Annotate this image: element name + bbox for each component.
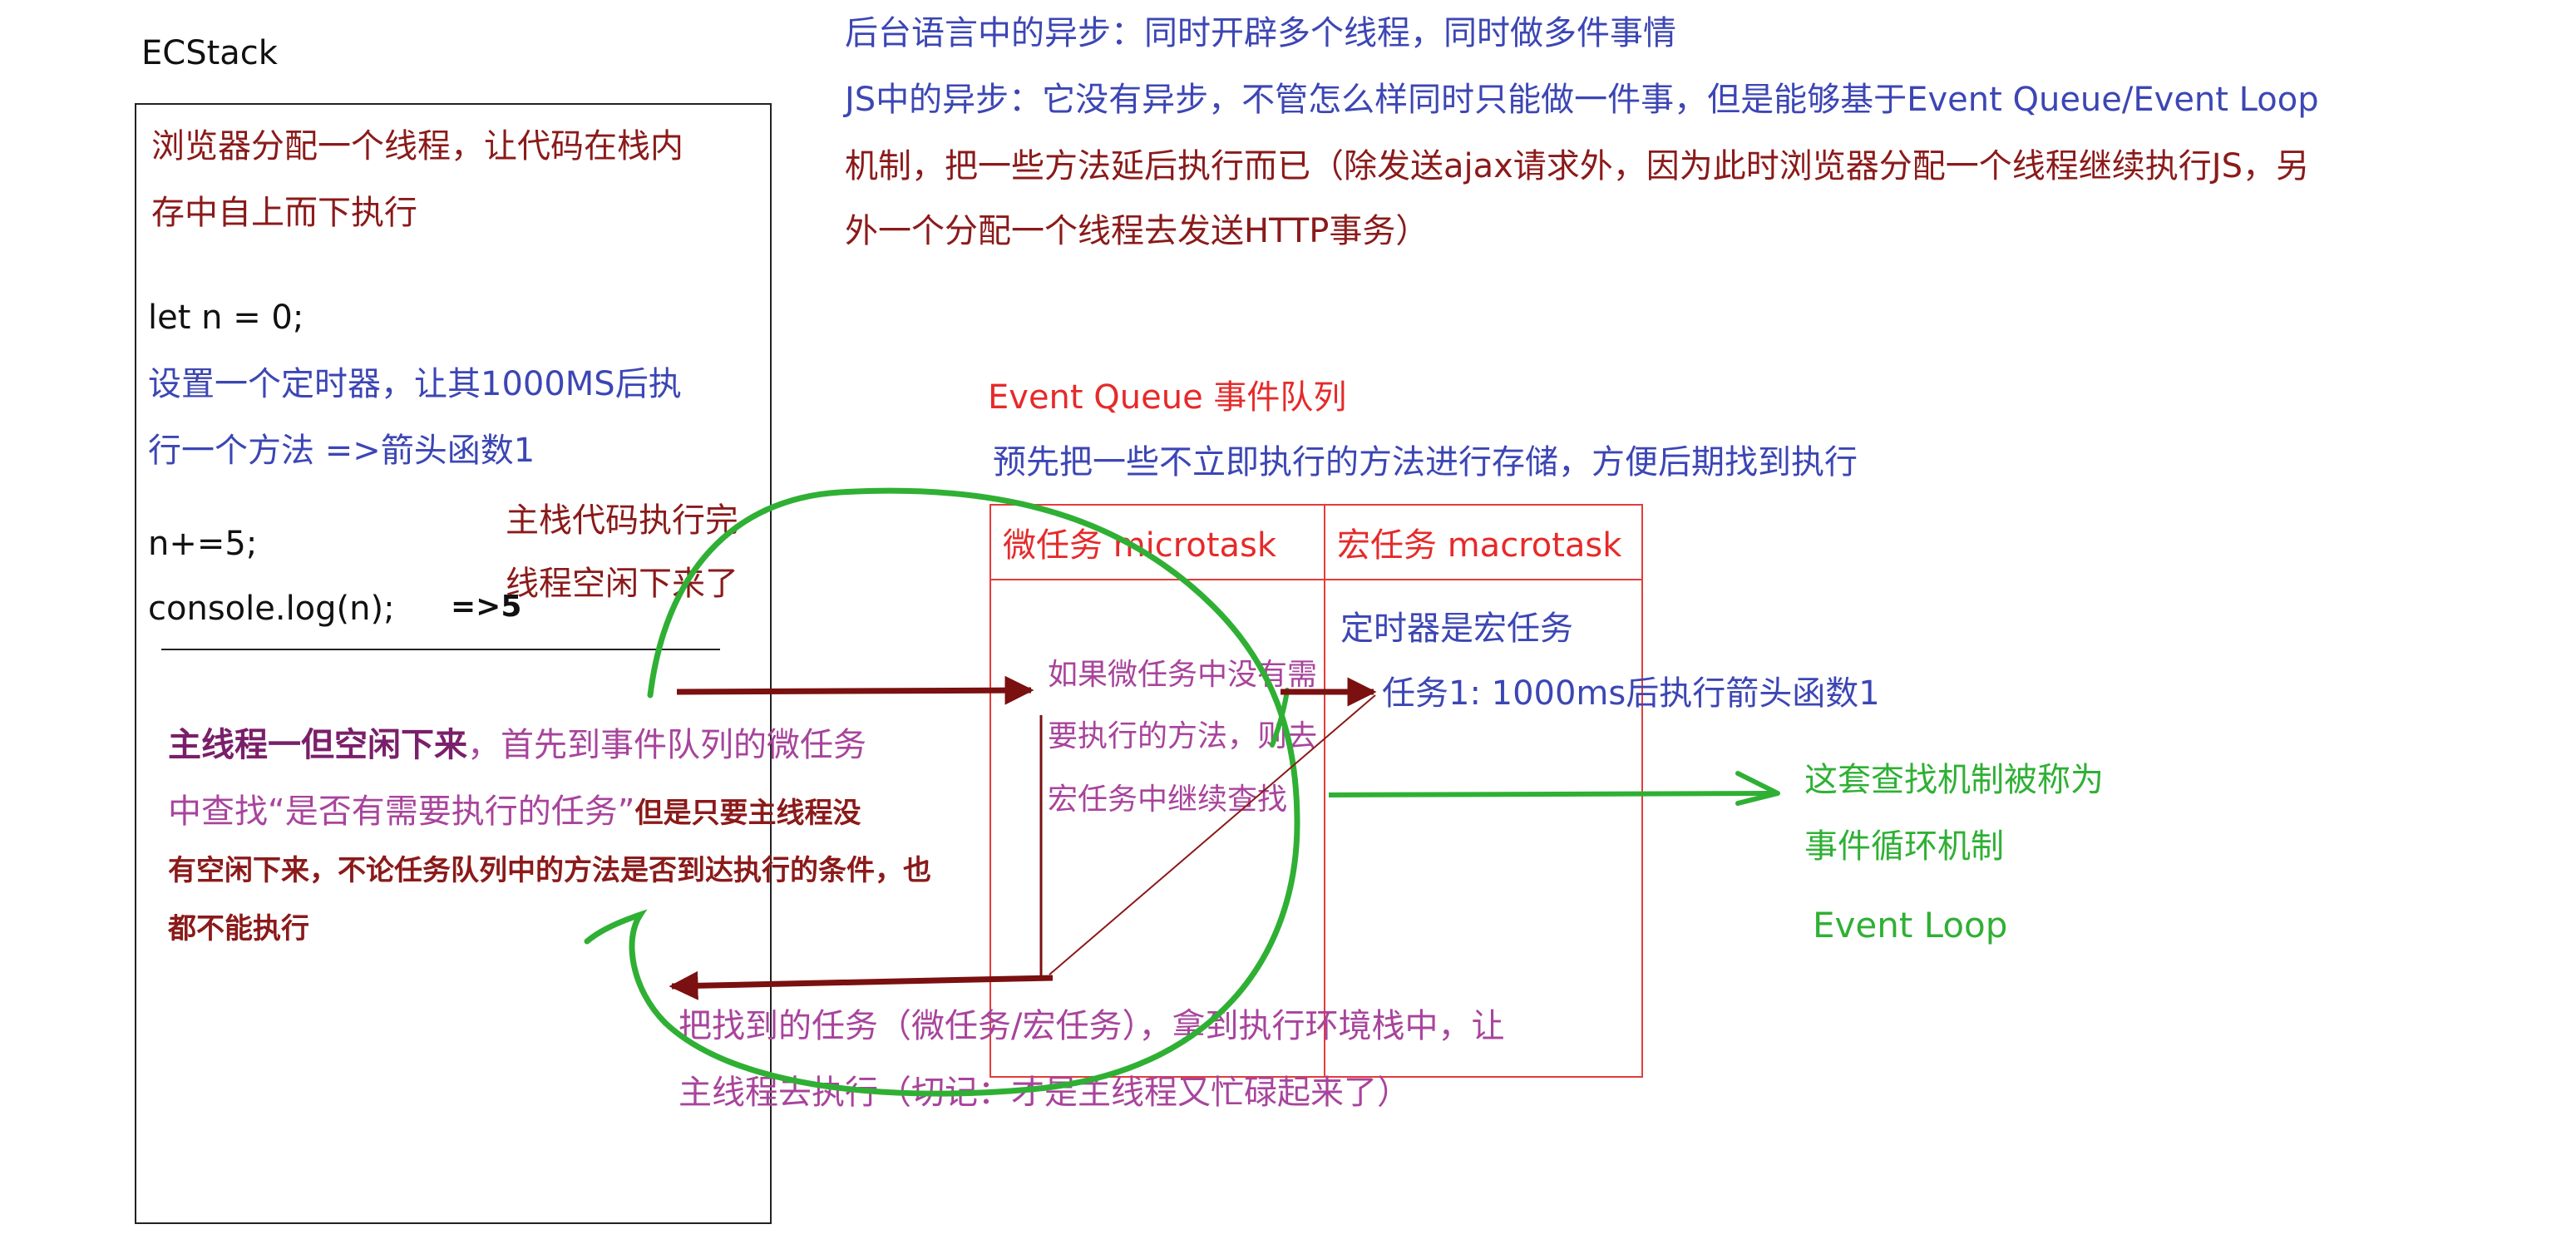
main-thread-line1-bold: 主线程一但空闲下来 <box>168 726 467 764</box>
code-n-plus: n+=5; <box>148 525 258 563</box>
event-loop-line2: 事件循环机制 <box>1804 827 2004 866</box>
ecstack-divider <box>161 649 720 650</box>
event-loop-line1: 这套查找机制被称为 <box>1804 761 2104 799</box>
main-thread-line4: 都不能执行 <box>168 912 309 945</box>
macro-task-1: 任务1: 1000ms后执行箭头函数1 <box>1382 674 1880 713</box>
arrow-stack-to-micro <box>676 675 1034 705</box>
code-let-n: let n = 0; <box>148 299 304 337</box>
macro-to-micro-diagonal <box>1049 694 1376 975</box>
macro-note: 定时器是宏任务 <box>1340 610 1573 648</box>
event-loop-pointer-head <box>1735 771 1780 806</box>
event-queue-subtitle: 预先把一些不立即执行的方法进行存储，方便后期找到执行 <box>993 443 1858 481</box>
event-queue-title: Event Queue 事件队列 <box>988 378 1347 417</box>
main-thread-line2-normal: 中查找“是否有需要执行的任务” <box>168 792 635 831</box>
return-arrow <box>669 970 1054 1000</box>
ecstack-line1: 浏览器分配一个线程，让代码在栈内 <box>151 127 683 165</box>
event-queue-table <box>989 504 1643 1078</box>
bottom-note-line1: 把找到的任务（微任务/宏任务），拿到执行环境栈中，让 <box>679 1007 1505 1045</box>
microtask-header: 微任务 microtask <box>1003 526 1277 565</box>
main-thread-line2-bold: 但是只要主线程没 <box>634 797 861 830</box>
stack-done-line2: 线程空闲下来了 <box>506 565 738 603</box>
event-queue-column-divider <box>1324 504 1325 1078</box>
main-thread-line3: 有空闲下来，不论任务队列中的方法是否到达执行的条件，也 <box>168 854 931 887</box>
top-note-line3: 机制，把一些方法延后执行而已（除发送ajax请求外，因为此时浏览器分配一个线程继… <box>845 147 2309 185</box>
main-thread-line1-rest: ，首先到事件队列的微任务 <box>467 726 866 764</box>
ecstack-line2: 存中自上而下执行 <box>151 194 417 232</box>
green-hook-micro <box>1270 688 1290 748</box>
micro-note-line3: 宏任务中继续查找 <box>1048 783 1288 817</box>
ecstack-box <box>135 103 772 1224</box>
code-console-log: console.log(n); <box>148 590 395 628</box>
top-note-line1: 后台语言中的异步：同时开辟多个线程，同时做多件事情 <box>845 14 1676 52</box>
top-note-line2: JS中的异步：它没有异步，不管怎么样同时只能做一件事，但是能够基于Event Q… <box>845 81 2319 119</box>
stack-done-line1: 主栈代码执行完 <box>506 501 738 540</box>
macrotask-header: 宏任务 macrotask <box>1337 526 1622 565</box>
main-thread-line2: 中查找“是否有需要执行的任务”但是只要主线程没 <box>168 795 861 828</box>
event-loop-pointer-line <box>1328 791 1772 797</box>
top-note-line4: 外一个分配一个线程去发送HTTP事务） <box>845 212 1429 250</box>
event-loop-cycle-curve <box>584 487 1300 1097</box>
ecstack-title: ECStack <box>141 34 278 72</box>
timer-line2: 行一个方法 =>箭头函数1 <box>148 432 535 470</box>
timer-line1: 设置一个定时器，让其1000MS后执 <box>148 365 682 403</box>
event-loop-line3: Event Loop <box>1813 905 2008 945</box>
event-queue-header-divider <box>989 579 1643 580</box>
console-output: =>5 <box>451 590 522 624</box>
main-thread-line1: 主线程一但空闲下来，首先到事件队列的微任务 <box>168 728 866 762</box>
